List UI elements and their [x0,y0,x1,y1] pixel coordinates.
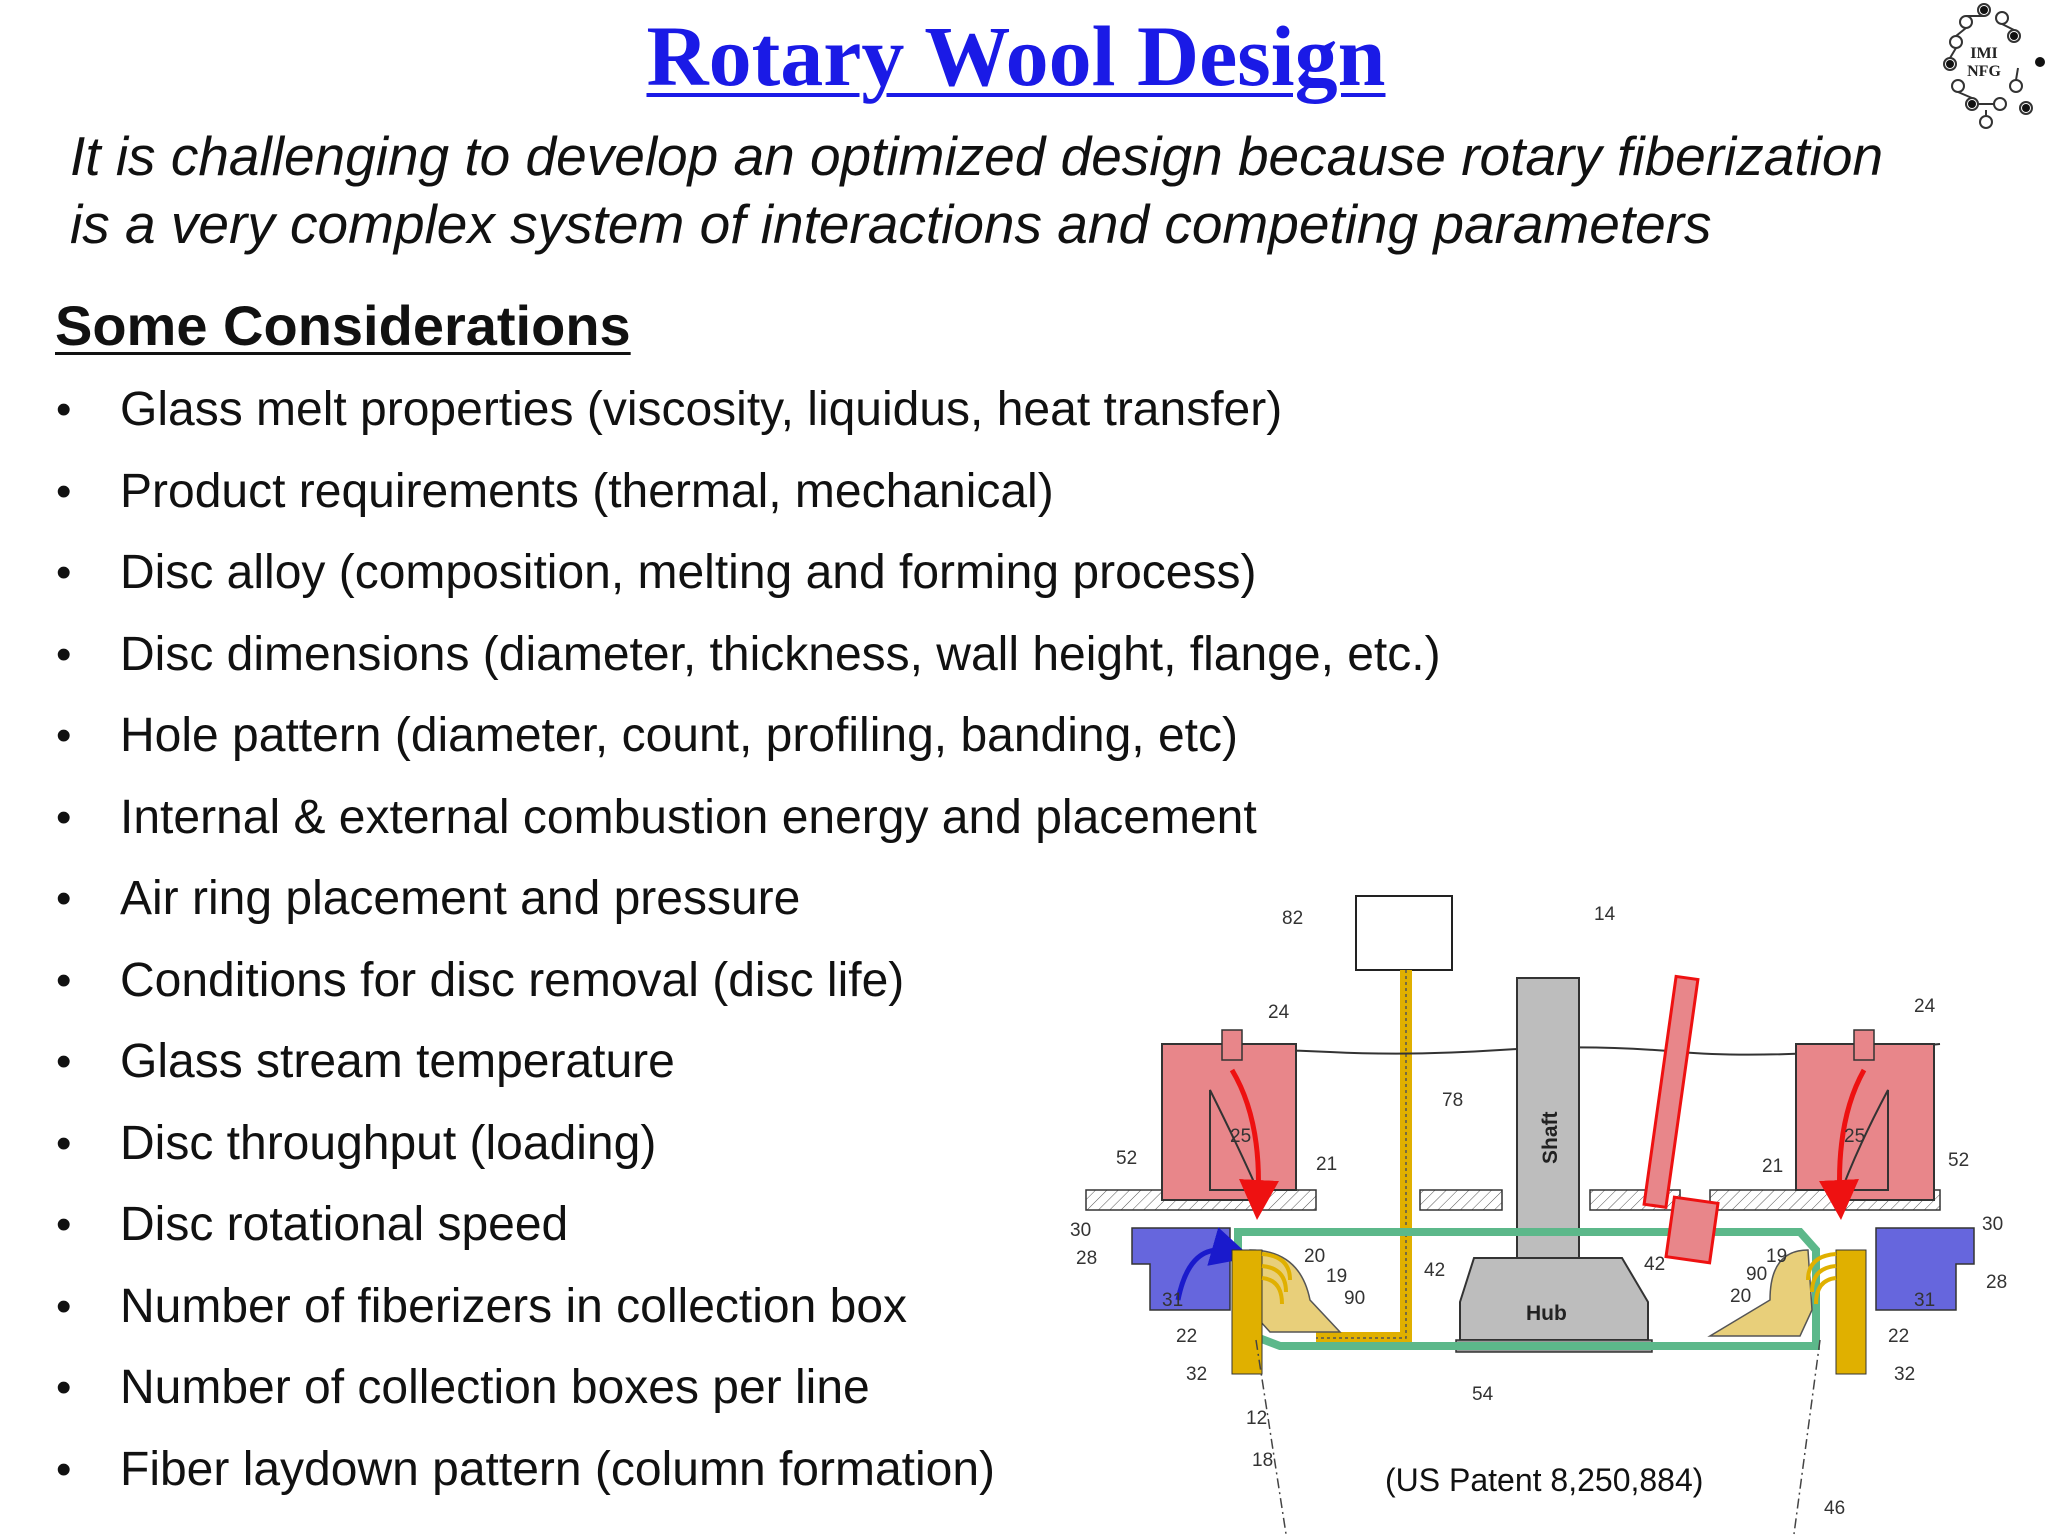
list-item-text: Disc rotational speed [120,1198,569,1251]
list-item-text: Internal & external combustion energy an… [120,790,1257,844]
subtitle-line-1: It is challenging to develop an optimize… [70,125,1884,187]
list-item-text: Product requirements (thermal, mechanica… [120,464,1054,518]
fiber-veil-right [1835,1249,1867,1375]
glass-pool-right [1707,1249,1813,1337]
imi-nfg-logo: IMI NFG [1943,3,2045,129]
burner-right [1795,1043,1935,1201]
ref-label: 24 [1268,1002,1290,1023]
bullet-dot: • [56,1118,72,1168]
ref-label: 22 [1888,1326,1909,1347]
ref-label: 22 [1176,1326,1197,1347]
ref-label: 19 [1326,1266,1347,1287]
glass-pool-left [1249,1249,1342,1333]
ref-label: 52 [1948,1150,1969,1171]
ref-label: 12 [1246,1408,1267,1429]
page-title: Rotary Wool Design [646,8,1386,104]
section-heading: Some Considerations [55,294,631,357]
logo-line1: IMI [1970,45,1998,62]
bullet-dot: • [56,1444,72,1494]
list-item-text: Number of fiberizers in collection box [120,1279,908,1333]
bullet-dot: • [56,792,72,842]
subtitle: It is challenging to develop an optimize… [70,122,1970,258]
list-item-text: Disc dimensions (diameter, thickness, wa… [120,627,1441,681]
air-ring-right [1875,1227,1975,1311]
bullet-dot: • [56,629,72,679]
bullet-dot: • [56,1281,72,1331]
list-item-text: Glass stream temperature [120,1035,675,1088]
bullet-dot: • [56,874,72,923]
ref-label: 32 [1186,1364,1207,1385]
ref-label: 20 [1730,1286,1751,1307]
ref-label: 25 [1230,1126,1251,1147]
burner-left [1161,1043,1297,1201]
fiber-veil-left [1231,1249,1263,1375]
ref-label: 31 [1914,1290,1935,1311]
ref-label: 28 [1076,1248,1097,1269]
ref-label: 19 [1766,1246,1787,1267]
bullet-dot: • [56,466,72,516]
ref-label: 21 [1316,1154,1337,1175]
ref-label: 54 [1472,1384,1494,1405]
bullet-dot: • [56,1037,72,1086]
ref-label: 20 [1304,1246,1325,1267]
ref-label: 21 [1762,1156,1783,1177]
ref-label: 14 [1594,904,1616,925]
ref-label: 52 [1116,1148,1137,1169]
fiberizer-patent-diagram: Shaft Hub 82 14 24 24 78 52 21 25 21 25 … [1070,895,2007,1535]
ref-label: 31 [1162,1290,1183,1311]
ref-label: 46 [1824,1498,1845,1519]
bullet-dot: • [56,385,72,434]
subtitle-line-2: is a very complex system of interactions… [70,193,1712,255]
list-item-text: Glass melt properties (viscosity, liquid… [120,383,1283,436]
list-item-text: Disc throughput (loading) [120,1116,657,1170]
shaft [1516,977,1580,1269]
bullet-dot: • [56,548,72,597]
list-item-text: Conditions for disc removal (disc life) [120,953,905,1007]
list-item-text: Disc alloy (composition, melting and for… [120,546,1257,599]
hub-label: Hub [1526,1302,1567,1325]
ref-label: 90 [1746,1264,1767,1285]
bullet-dot: • [56,955,72,1005]
shaft-label: Shaft [1539,1111,1562,1164]
ref-label: 30 [1982,1214,2003,1235]
ref-label: 32 [1894,1364,1915,1385]
bullet-dot: • [56,1363,72,1412]
list-item-text: Hole pattern (diameter, count, profiling… [120,709,1238,762]
ref-label: 90 [1344,1288,1365,1309]
list-item-text: Fiber laydown pattern (column formation) [120,1442,996,1496]
control-box [1355,895,1453,971]
hub [1459,1257,1649,1341]
bullet-dot: • [56,1200,72,1249]
ref-label: 42 [1644,1254,1665,1275]
ref-label: 82 [1282,908,1303,929]
ref-label: 24 [1914,996,1936,1017]
ref-label: 18 [1252,1450,1273,1471]
ref-label: 42 [1424,1260,1445,1281]
patent-caption: (US Patent 8,250,884) [1385,1462,1704,1498]
bullet-dot: • [56,711,72,760]
ref-label: 25 [1844,1126,1865,1147]
ref-label: 30 [1070,1220,1091,1241]
list-item-text: Number of collection boxes per line [120,1361,870,1414]
list-item-text: Air ring placement and pressure [120,872,801,925]
ref-label: 28 [1986,1272,2007,1293]
logo-line2: NFG [1967,63,2001,80]
ref-label: 78 [1442,1090,1463,1111]
